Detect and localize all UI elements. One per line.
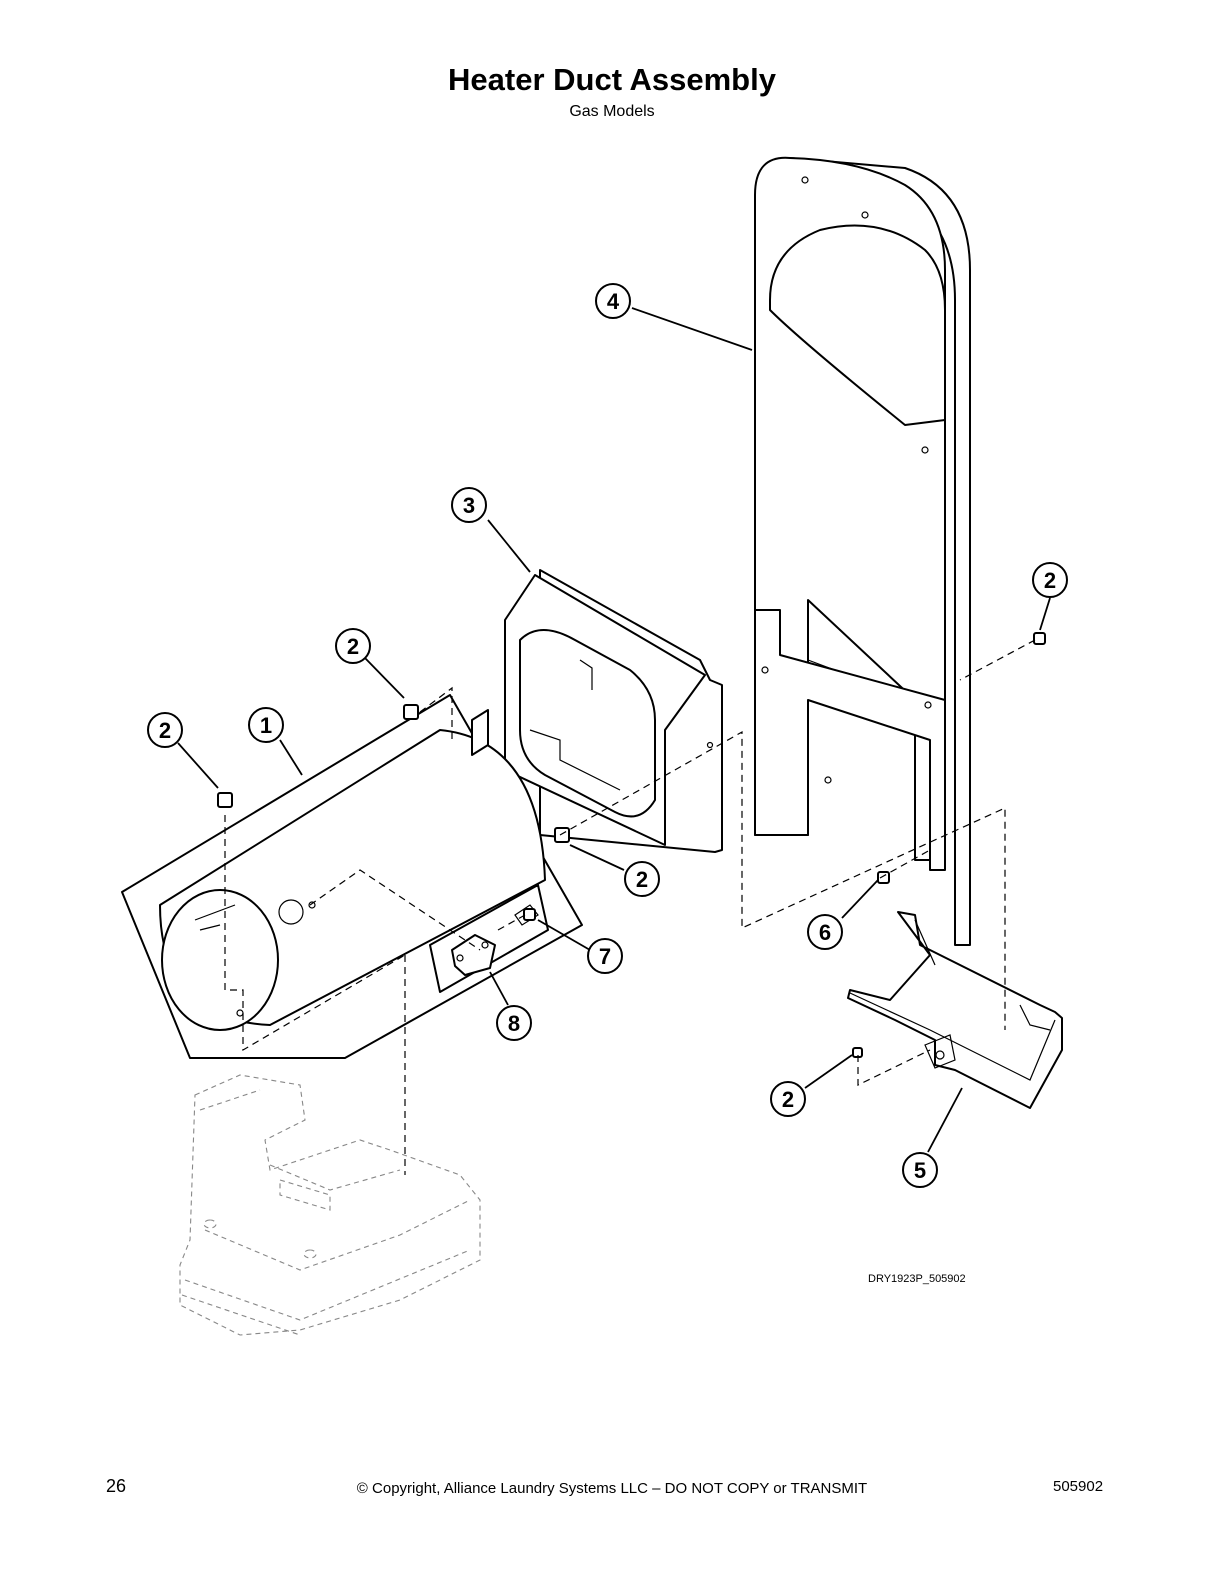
callout-2-left: 2 [147,712,183,748]
footer-page-number: 26 [106,1476,127,1496]
leader-lines [177,307,1051,1153]
svg-text:3: 3 [463,493,475,518]
footer-doc-number: 505902 [1053,1478,1104,1495]
screw-2d [1033,632,1046,645]
callout-7: 7 [587,938,623,974]
part-4-duct-panel [754,156,971,946]
alignment-lines [224,639,1036,1175]
page-subtitle: Gas Models [569,103,655,120]
callout-4: 4 [595,283,631,319]
svg-text:1: 1 [260,713,272,738]
svg-text:5: 5 [914,1158,926,1183]
callout-1: 1 [248,707,284,743]
burner-assembly-ghost [179,1074,481,1336]
screw-2a [217,792,233,808]
callout-6: 6 [807,914,843,950]
svg-text:6: 6 [819,920,831,945]
screw-2c [554,827,570,843]
part-3-duct-frame [504,569,723,853]
callout-2-bottom: 2 [770,1081,806,1117]
screw-7 [523,908,536,921]
callout-5: 5 [902,1152,938,1188]
callout-8: 8 [496,1005,532,1041]
callout-2-center: 2 [624,861,660,897]
svg-text:2: 2 [159,718,171,743]
svg-text:7: 7 [599,944,611,969]
svg-text:4: 4 [607,289,620,314]
svg-text:2: 2 [636,867,648,892]
callout-2-right: 2 [1032,562,1068,598]
figure-code: DRY1923P_505902 [868,1273,966,1285]
svg-text:2: 2 [782,1087,794,1112]
footer-copyright: © Copyright, Alliance Laundry Systems LL… [356,1480,868,1497]
screws [217,632,1046,1058]
page-title: Heater Duct Assembly [448,62,776,97]
callout-2-top: 2 [335,628,371,664]
svg-text:2: 2 [347,634,359,659]
screw-6 [877,871,890,884]
svg-text:8: 8 [508,1011,520,1036]
part-5-lower-bracket [847,911,1063,1109]
part-8-thermostat-box [429,884,549,993]
screw-2b [403,704,419,720]
callout-3: 3 [451,487,487,523]
svg-text:2: 2 [1044,568,1056,593]
